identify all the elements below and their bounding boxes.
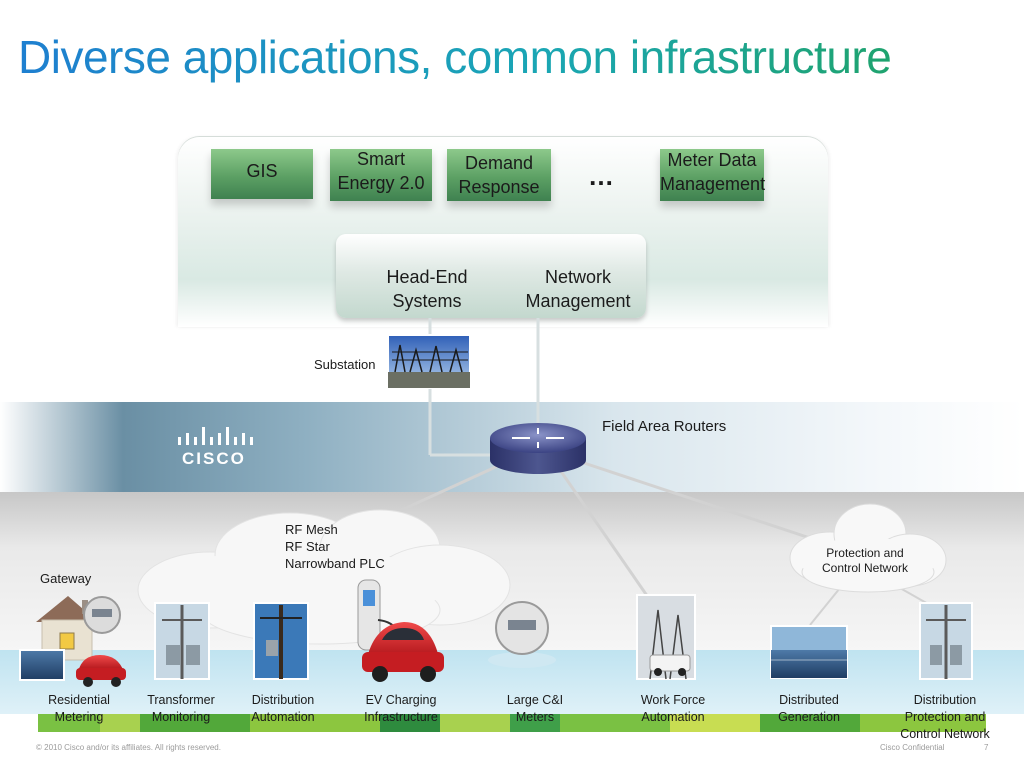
router-link-workforce: [558, 469, 652, 601]
protection-control-label: Protection and Control Network: [804, 546, 926, 576]
rf-technologies: RF Mesh RF Star Narrowband PLC: [285, 521, 385, 572]
headend-line2: Systems: [392, 291, 462, 311]
device-label-line2: Monitoring: [151, 710, 211, 724]
device-label-line2: Infrastructure: [364, 710, 438, 724]
residential-solar: [19, 649, 65, 681]
slide-title: Diverse applications, common infrastruct…: [18, 31, 892, 83]
router-link-rf: [379, 463, 501, 522]
ev-charger: [357, 579, 401, 651]
distributed-generation-photo: [770, 625, 848, 679]
residential-meter: [83, 596, 121, 634]
more-applications-ellipsis: …: [588, 161, 614, 191]
device-label-line1: EV Charging: [365, 693, 437, 707]
device-label-line2: Generation: [778, 710, 840, 724]
transformer-photo: [154, 602, 210, 680]
residential-house: [36, 596, 98, 661]
page-number: 7: [984, 743, 989, 752]
demand-response-line2: Response: [458, 177, 540, 197]
device-transformer-monitoring: Transformer Monitoring: [134, 692, 228, 726]
narrowband-plc-label: Narrowband PLC: [285, 556, 385, 571]
device-distribution-protection: Distribution Protection and Control Netw…: [890, 692, 1000, 743]
network-line1: Network: [544, 267, 611, 287]
demand-response-box: Demand Response: [447, 149, 551, 201]
gis-label: GIS: [246, 161, 278, 181]
network-management-label: Network Management: [516, 265, 640, 313]
distribution-protection-photo: [919, 602, 973, 680]
protection-link-generation: [809, 587, 841, 626]
device-workforce-automation: Work Force Automation: [624, 692, 722, 726]
gateway-label: Gateway: [40, 571, 92, 586]
large-ci-meter: [488, 601, 556, 668]
device-label-line2: Automation: [251, 710, 315, 724]
residential-car: [76, 655, 126, 687]
device-large-ci-meters: Large C&I Meters: [490, 692, 580, 726]
demand-response-line1: Demand: [464, 153, 534, 173]
substation-photo: [387, 334, 471, 389]
distribution-automation-photo: [253, 602, 309, 680]
gis-box: GIS: [211, 149, 313, 199]
device-label-line1: Residential: [48, 693, 110, 707]
device-label-line2: Meters: [515, 710, 555, 724]
confidential-notice: Cisco Confidential: [880, 743, 945, 752]
device-label-line1: Distribution: [251, 693, 315, 707]
device-residential-metering: Residential Metering: [30, 692, 128, 726]
rf-mesh-label: RF Mesh: [285, 522, 338, 537]
device-label-line1: Work Force: [640, 693, 706, 707]
device-ev-charging: EV Charging Infrastructure: [350, 692, 452, 726]
cisco-wordmark: CISCO: [182, 449, 246, 468]
device-label-line2: Automation: [641, 710, 705, 724]
workforce-photo: [636, 594, 696, 680]
field-area-routers-label: Field Area Routers: [602, 418, 727, 435]
protection-line2: Control Network: [821, 561, 909, 575]
router-link-protection: [574, 458, 841, 550]
rf-star-label: RF Star: [285, 539, 330, 554]
network-line2: Management: [525, 291, 631, 311]
device-label-line1: Transformer: [147, 693, 215, 707]
cisco-logo: [178, 427, 253, 445]
green-strip: [38, 714, 986, 732]
device-label-line3: Control Network: [900, 727, 990, 741]
copyright-notice: © 2010 Cisco and/or its affiliates. All …: [36, 743, 221, 752]
substation-label: Substation: [314, 357, 376, 372]
device-label-line1: Distribution: [913, 693, 977, 707]
headend-line1: Head-End: [386, 267, 468, 287]
device-distribution-automation: Distribution Automation: [236, 692, 330, 726]
device-label-line1: Large C&I: [506, 693, 564, 707]
meter-data-line1: Meter Data: [667, 150, 757, 170]
device-label-line2: Metering: [54, 710, 104, 724]
field-area-router: [490, 423, 586, 474]
meter-data-box: Meter Data Management: [660, 149, 766, 201]
smart-energy-line2: Energy 2.0: [337, 173, 425, 193]
meter-data-line2: Management: [660, 174, 766, 194]
ev-car: [362, 622, 444, 682]
smart-energy-box: Smart Energy 2.0: [330, 149, 432, 201]
headend-panel: [336, 234, 646, 318]
device-distributed-generation: Distributed Generation: [762, 692, 856, 726]
smart-energy-line1: Smart: [356, 149, 405, 169]
headend-systems-label: Head-End Systems: [370, 265, 484, 313]
device-label-line1: Distributed: [779, 693, 839, 707]
protection-line1: Protection and: [826, 546, 904, 560]
device-label-line2: Protection and: [904, 710, 986, 724]
